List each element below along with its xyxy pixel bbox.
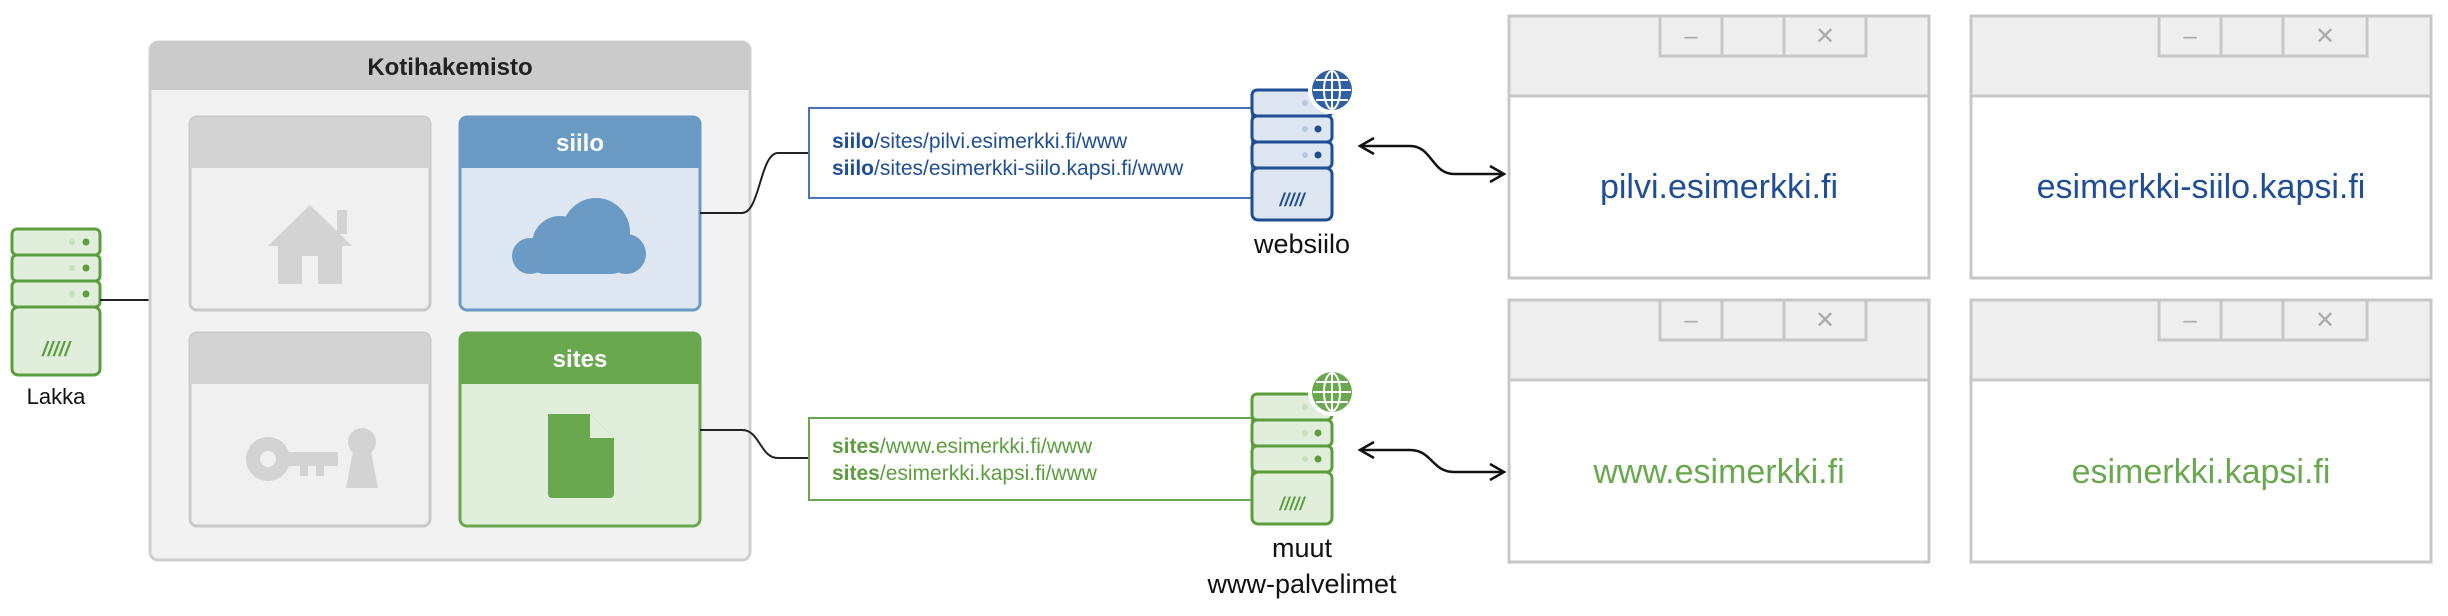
svg-text://///: ///// [1278,494,1306,514]
house-icon [268,205,352,284]
document-icon [548,414,614,498]
window-url: esimerkki-siilo.kapsi.fi [2037,168,2366,206]
websiilo-label: websiilo [1253,229,1350,259]
siilo-paths-box: siilo/sites/pilvi.esimerkki.fi/www siilo… [808,107,1253,199]
siilo-connector [700,152,808,214]
web-server-icon: ///// [1250,392,1334,526]
other-web-servers: ///// muut www-palvelimet [1206,368,1397,599]
window-url: esimerkki.kapsi.fi [2072,453,2331,491]
websiilo-arrow [1357,136,1507,184]
sites-connector [700,429,808,459]
sites-path-1: sites/www.esimerkki.fi/www [832,435,1093,458]
minimize-icon[interactable]: – [1684,23,1698,50]
siilo-path-2: siilo/sites/esimerkki-siilo.kapsi.fi/www [832,157,1184,180]
window-controls: – ✕ [2157,298,2369,342]
browser-window-www[interactable]: – ✕ www.esimerkki.fi [1507,298,1931,564]
folder-sites-label: sites [553,346,608,373]
others-arrow [1357,440,1507,482]
websiilo-server: ///// websiilo [1250,66,1356,259]
browser-window-esimerkki-siilo[interactable]: – ✕ esimerkki-siilo.kapsi.fi [1969,14,2433,280]
web-server-icon: ///// [1250,88,1334,222]
lakka-server: ///// Lakka [10,227,150,409]
other-servers-label-line2: www-palvelimet [1206,569,1397,599]
window-url: pilvi.esimerkki.fi [1600,168,1838,206]
browser-window-pilvi[interactable]: – ✕ pilvi.esimerkki.fi [1507,14,1931,280]
close-icon[interactable]: ✕ [2315,23,2335,50]
browser-window-kapsi[interactable]: – ✕ esimerkki.kapsi.fi [1969,298,2433,564]
sites-path-2: sites/esimerkki.kapsi.fi/www [832,462,1098,485]
globe-icon [1308,368,1356,416]
home-directory-title: Kotihakemisto [367,54,532,81]
sites-paths-box: sites/www.esimerkki.fi/www sites/esimerk… [808,417,1253,501]
minimize-icon[interactable]: – [2183,307,2197,334]
lakka-label: Lakka [27,384,86,409]
minimize-icon[interactable]: – [2183,23,2197,50]
svg-text://///: ///// [1278,190,1306,210]
minimize-icon[interactable]: – [1684,307,1698,334]
folder-siilo-label: siilo [556,130,604,157]
key-lock-icon [246,428,378,488]
folder-home[interactable] [188,115,432,312]
close-icon[interactable]: ✕ [1815,23,1835,50]
folder-keys[interactable] [188,331,432,528]
folder-siilo[interactable]: siilo [458,115,702,312]
window-controls: – ✕ [1658,298,1868,342]
globe-icon [1308,66,1356,114]
window-url: www.esimerkki.fi [1592,453,1844,491]
close-icon[interactable]: ✕ [2315,307,2335,334]
close-icon[interactable]: ✕ [1815,307,1835,334]
window-controls: – ✕ [2157,14,2369,58]
siilo-path-1: siilo/sites/pilvi.esimerkki.fi/www [832,130,1128,153]
window-controls: – ✕ [1658,14,1868,58]
server-icon: ///// [10,227,102,377]
other-servers-label-line1: muut [1272,533,1333,563]
svg-text://///: ///// [41,339,72,361]
folder-sites[interactable]: sites [458,331,702,528]
cloud-icon [512,198,646,274]
